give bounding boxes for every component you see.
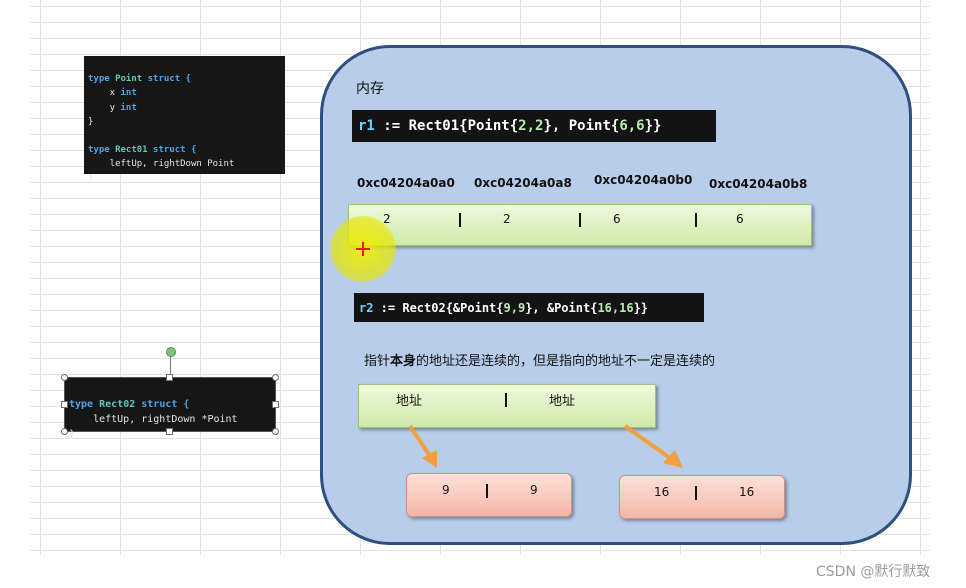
point-cell-value: 16 (654, 485, 670, 499)
code-line: leftUp, rightDown *Point (69, 414, 238, 425)
memory-cell-value: 6 (613, 212, 621, 226)
memory-cell-value: 2 (503, 212, 511, 226)
r2-pointer-cells (358, 384, 656, 428)
resize-handle-top-right[interactable] (272, 374, 279, 381)
pointer-cell-label: 地址 (396, 394, 423, 409)
point-9-9-cells (406, 473, 572, 517)
arrow-1-head (422, 450, 437, 468)
address-label: 0xc04204a0a0 (357, 176, 455, 190)
watermark: CSDN @默行默致 (816, 564, 931, 580)
cell-separator (695, 486, 697, 500)
cell-separator (459, 213, 461, 227)
cell-separator (486, 484, 488, 498)
resize-handle-right[interactable] (272, 401, 279, 408)
address-label: 0xc04204a0b0 (594, 173, 693, 187)
code-line: } (88, 116, 94, 127)
resize-handle-left[interactable] (61, 401, 68, 408)
resize-handle-bottom[interactable] (166, 428, 173, 435)
memory-cell-value: 6 (736, 212, 744, 226)
memory-cell-value: 2 (383, 212, 391, 226)
code-line: y int (88, 102, 137, 113)
rotate-handle[interactable] (166, 347, 176, 357)
resize-handle-top-left[interactable] (61, 374, 68, 381)
resize-handle-bottom-right[interactable] (272, 428, 279, 435)
cell-separator (695, 213, 697, 227)
memory-title: 内存 (356, 81, 384, 97)
resize-handle-top[interactable] (166, 374, 173, 381)
arrow-1-line (408, 424, 432, 458)
code-line: type Rect01 struct { (88, 145, 197, 156)
pointer-note: 指针本身的地址还是连续的，但是指向的地址不一定是连续的 (364, 354, 716, 369)
point-cell-value: 16 (739, 485, 755, 499)
cell-separator (579, 213, 581, 227)
point-cell-value: 9 (442, 483, 450, 497)
code-line: } (69, 429, 76, 440)
point-16-16-cells (619, 475, 785, 519)
crosshair-cursor-icon (356, 242, 370, 256)
cell-separator (505, 393, 507, 407)
r1-code-banner: r1 := Rect01{Point{2,2}, Point{6,6}} (352, 110, 716, 142)
address-label: 0xc04204a0b8 (709, 177, 808, 191)
arrow-2-head (663, 450, 683, 468)
r2-code-banner: r2 := Rect02{&Point{9,9}, &Point{16,16}} (354, 293, 704, 322)
code-line: } (88, 173, 94, 184)
code-line: x int (88, 88, 137, 99)
resize-handle-bottom-left[interactable] (61, 428, 68, 435)
address-label: 0xc04204a0a8 (474, 176, 572, 190)
point-cell-value: 9 (530, 483, 538, 497)
code-line: type Rect02 struct { (69, 399, 190, 410)
code-block-point-rect01: type Point struct { x int y int} type Re… (84, 56, 285, 184)
code-line: leftUp, rightDown Point (88, 159, 235, 170)
code-line: type Point struct { (88, 74, 191, 85)
pointer-cell-label: 地址 (549, 394, 576, 409)
arrow-2-line (623, 424, 672, 460)
rotation-line (170, 356, 171, 377)
